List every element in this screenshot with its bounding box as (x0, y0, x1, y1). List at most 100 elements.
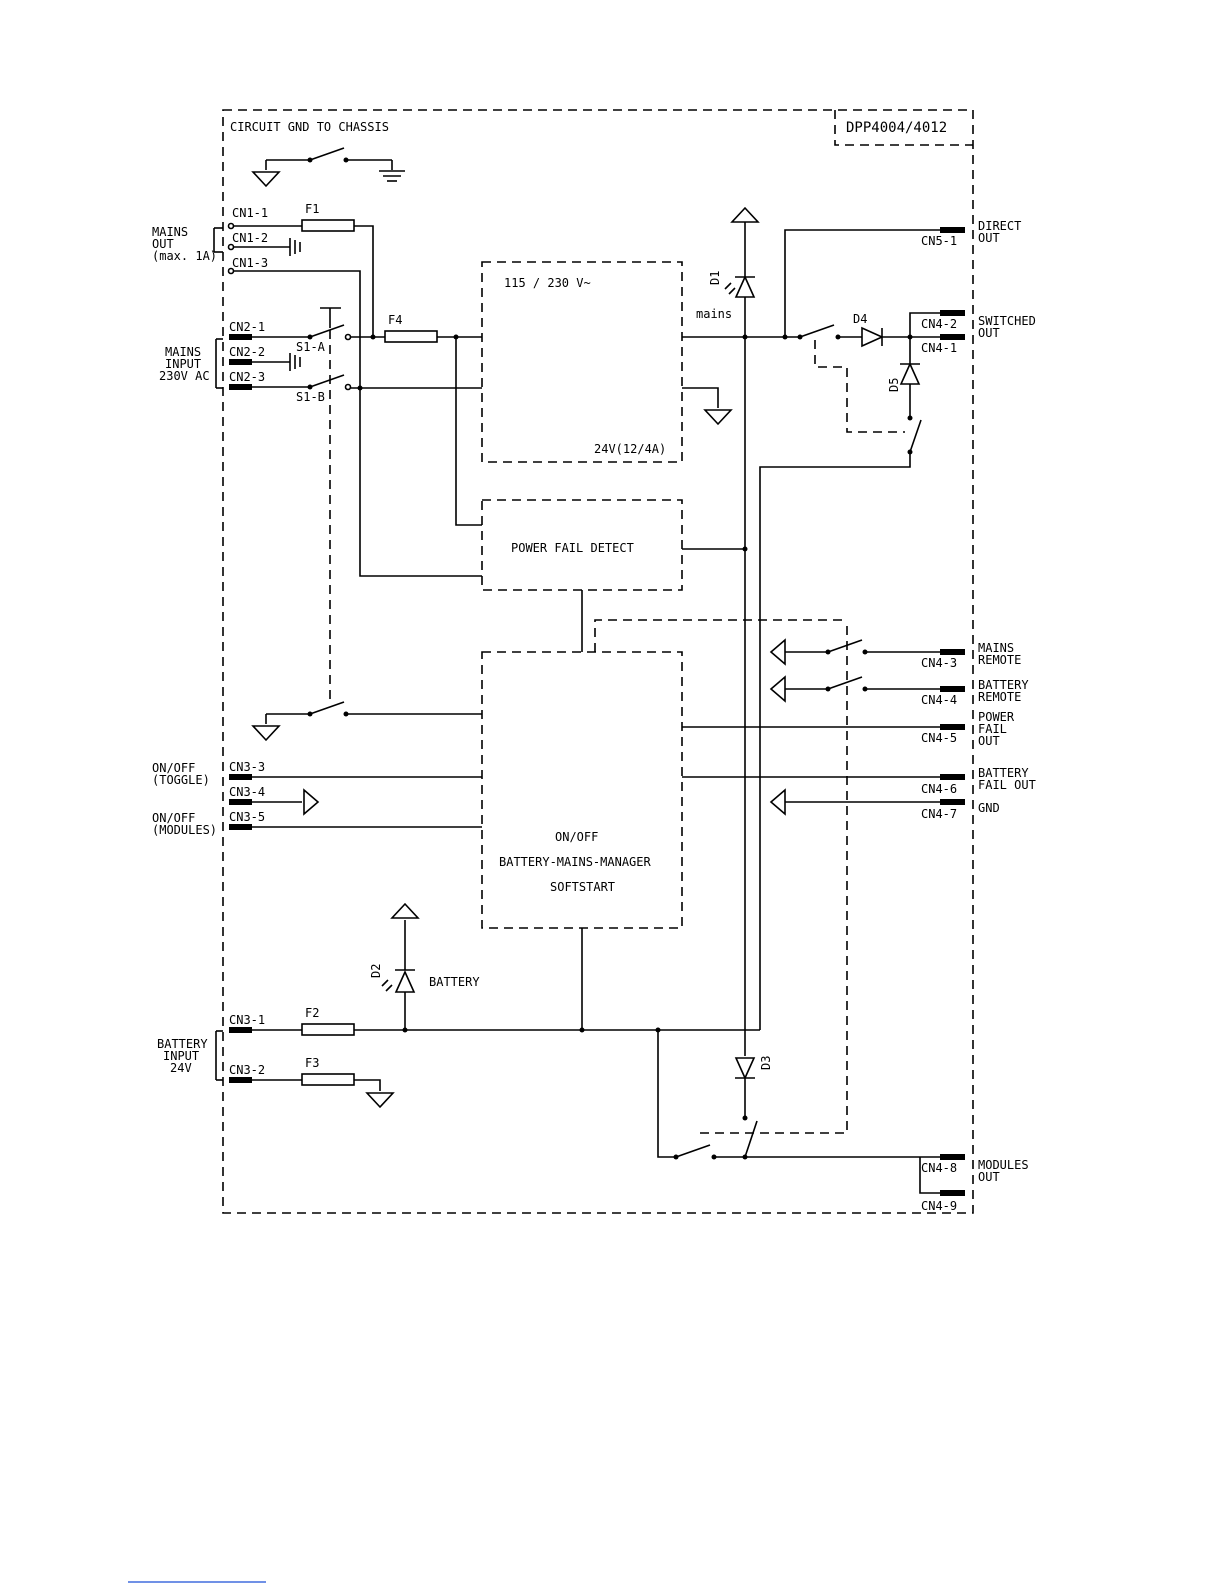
cn4-1-label: CN4-1 (921, 341, 957, 355)
svg-text:REMOTE: REMOTE (978, 653, 1021, 667)
svg-text:INPUT: INPUT (165, 357, 201, 371)
cn4-9-label: CN4-9 (921, 1199, 957, 1213)
model-box: DPP4004/4012 (834, 110, 973, 146)
svg-text:OUT: OUT (978, 1170, 1000, 1184)
modules-out-label: MODULES OUT (978, 1158, 1029, 1184)
mains-led-label: mains (696, 307, 732, 321)
svg-text:MAINS: MAINS (152, 225, 188, 239)
power-fail-label: POWER FAIL DETECT (511, 541, 634, 555)
svg-text:INPUT: INPUT (163, 1049, 199, 1063)
cn2-3-label: CN2-3 (229, 370, 265, 384)
d2-label: D2 (369, 964, 383, 978)
svg-text:(TOGGLE): (TOGGLE) (152, 773, 210, 787)
svg-text:SWITCHED: SWITCHED (978, 314, 1036, 328)
cn3-1-label: CN3-1 (229, 1013, 265, 1027)
f3-label: F3 (305, 1056, 319, 1070)
mains-out-label: MAINS OUT (max. 1A) (152, 225, 217, 263)
onoff-modules-label: ON/OFF (MODULES) (152, 811, 217, 837)
gnd-label: GND (978, 801, 1000, 815)
power-fail-detect-block: POWER FAIL DETECT (359, 337, 748, 652)
manager-line-3: SOFTSTART (550, 880, 615, 894)
cn3-4-label: CN3-4 (229, 785, 265, 799)
svg-text:ON/OFF: ON/OFF (152, 811, 195, 825)
battery-remote-label: BATTERY REMOTE (978, 678, 1029, 704)
cn1-1-label: CN1-1 (232, 206, 268, 220)
cn3-3-label: CN3-3 (229, 760, 265, 774)
diode-d4 (861, 326, 884, 348)
onoff-inputs-group: ON/OFF (TOGGLE) ON/OFF (MODULES) CN3-3 C… (152, 760, 482, 837)
mains-remote-label: MAINS REMOTE (978, 641, 1021, 667)
battery-fail-out-label: BATTERY FAIL OUT (978, 766, 1036, 792)
cn2-2-label: CN2-2 (229, 345, 265, 359)
svg-text:24V: 24V (170, 1061, 192, 1075)
battery-led-label: BATTERY (429, 975, 480, 989)
direct-out-group: CN5-1 DIRECT OUT (782, 219, 1021, 340)
fuse-f3 (301, 1073, 355, 1086)
fuse-f2 (301, 1023, 355, 1036)
f4-label: F4 (388, 313, 402, 327)
svg-text:DIRECT: DIRECT (978, 219, 1021, 233)
cn4-3-label: CN4-3 (921, 656, 957, 670)
f2-label: F2 (305, 1006, 319, 1020)
svg-text:MAINS: MAINS (165, 345, 201, 359)
cn1-2-label: CN1-2 (232, 231, 268, 245)
switched-out-group: D4 CN4-2 CN4-1 SWITCHED OUT D5 (797, 310, 1036, 455)
cn4-2-label: CN4-2 (921, 317, 957, 331)
svg-text:MODULES: MODULES (978, 1158, 1029, 1172)
d4-label: D4 (853, 312, 867, 326)
remote-inputs-group: CN4-3 MAINS REMOTE CN4-4 BATTERY REMOTE (769, 638, 1029, 707)
modules-out-group: CN4-8 CN4-9 MODULES OUT (919, 1154, 1029, 1213)
cn4-7-label: CN4-7 (921, 807, 957, 821)
svg-text:(max. 1A): (max. 1A) (152, 249, 217, 263)
modules-switch (657, 620, 940, 1160)
circuit-gnd-switch: CIRCUIT GND TO CHASSIS (230, 120, 405, 188)
diode-d5 (899, 362, 921, 385)
psu-output-label: 24V(12/4A) (594, 442, 666, 456)
mains-input-label: MAINS INPUT 230V AC (159, 345, 210, 383)
cn4-6-label: CN4-6 (921, 782, 957, 796)
svg-text:230V AC: 230V AC (159, 369, 210, 383)
power-fail-out-label: POWER FAIL OUT (978, 710, 1015, 748)
mains-out-group: MAINS OUT (max. 1A) CN1-1 CN1-2 CN1-3 F1 (152, 202, 374, 388)
svg-text:FAIL OUT: FAIL OUT (978, 778, 1036, 792)
cn2-1-label: CN2-1 (229, 320, 265, 334)
s1b-label: S1-B (296, 390, 325, 404)
cn3-2-label: CN3-2 (229, 1063, 265, 1077)
s1a-label: S1-A (296, 340, 326, 354)
cn4-8-label: CN4-8 (921, 1161, 957, 1175)
fuse-f4 (384, 330, 438, 343)
d5-label: D5 (887, 378, 901, 392)
svg-text:ON/OFF: ON/OFF (152, 761, 195, 775)
d1-label: D1 (708, 271, 722, 285)
svg-text:BATTERY: BATTERY (978, 766, 1029, 780)
battery-input-group: BATTERY INPUT 24V CN3-1 CN3-2 F2 F3 (157, 1006, 760, 1109)
manager-line-1: ON/OFF (555, 830, 598, 844)
f1-label: F1 (305, 202, 319, 216)
psu-input-label: 115 / 230 V~ (504, 276, 591, 290)
svg-text:OUT: OUT (978, 326, 1000, 340)
central-bus: D1 mains D3 (696, 206, 911, 1121)
mains-input-group: MAINS INPUT 230V AC CN2-1 CN2-2 CN2-3 F4 (159, 307, 482, 705)
svg-text:FAIL: FAIL (978, 722, 1007, 736)
status-outputs-group: CN4-5 POWER FAIL OUT CN4-6 BATTERY FAIL … (682, 710, 1036, 821)
svg-text:(MODULES): (MODULES) (152, 823, 217, 837)
svg-text:OUT: OUT (978, 734, 1000, 748)
switched-out-label: SWITCHED OUT (978, 314, 1036, 340)
svg-text:OUT: OUT (152, 237, 174, 251)
cn1-3-label: CN1-3 (232, 256, 268, 270)
svg-text:BATTERY: BATTERY (978, 678, 1029, 692)
cn3-5-label: CN3-5 (229, 810, 265, 824)
svg-text:OUT: OUT (978, 231, 1000, 245)
psu-block: 115 / 230 V~ 24V(12/4A) (481, 261, 800, 463)
d3-label: D3 (759, 1056, 773, 1070)
onoff-toggle-label: ON/OFF (TOGGLE) (152, 761, 210, 787)
manager-line-2: BATTERY-MAINS-MANAGER (499, 855, 651, 869)
svg-text:BATTERY: BATTERY (157, 1037, 208, 1051)
circuit-gnd-label: CIRCUIT GND TO CHASSIS (230, 120, 389, 134)
direct-out-label: DIRECT OUT (978, 219, 1021, 245)
led-d2: D2 BATTERY (369, 902, 480, 1030)
manager-block: ON/OFF BATTERY-MAINS-MANAGER SOFTSTART (481, 619, 847, 1033)
battery-input-label: BATTERY INPUT 24V (157, 1037, 208, 1075)
enclosure-border (222, 109, 974, 1214)
